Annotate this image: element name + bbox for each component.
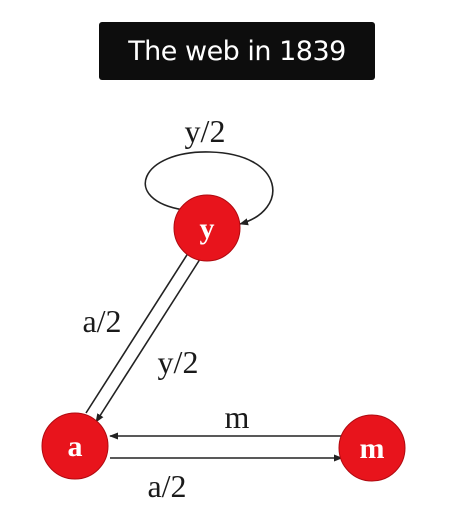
node-m-label: m [360,432,385,465]
edge-label-y-to-y: y/2 [185,113,226,149]
edge-label-a-to-y: a/2 [82,303,121,339]
edge-label-y-to-a: y/2 [158,344,199,380]
edge-label-a-to-m: a/2 [147,468,186,504]
node-a [41,412,109,480]
node-y [173,194,241,262]
edge-y-to-a [95,255,203,423]
edge-label-m-to-a: m [225,399,250,435]
node-m [338,414,406,482]
node-a-label: a [68,430,83,463]
title-banner: The web in 1839 [99,22,375,80]
edge-a-to-y [85,246,193,414]
edge-y-to-y [144,151,274,226]
node-y-label: y [200,212,215,245]
diagram-title: The web in 1839 [128,35,346,67]
